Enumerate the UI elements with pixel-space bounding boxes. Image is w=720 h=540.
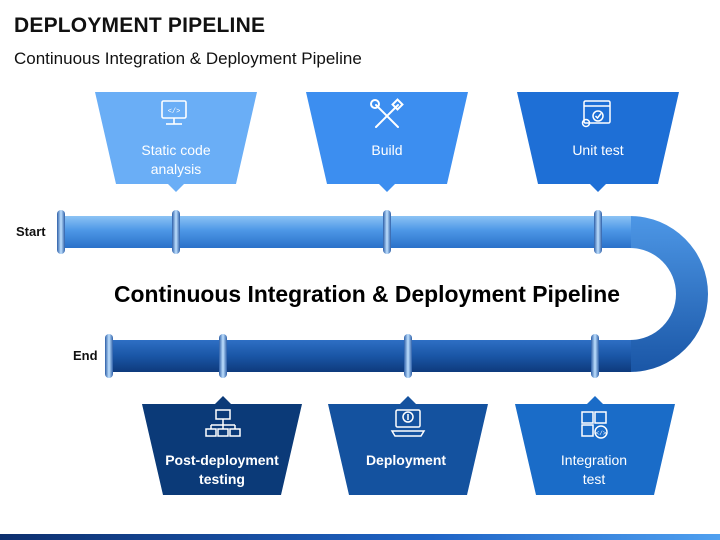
test-window-icon <box>581 100 611 128</box>
pipe-ring <box>404 334 412 378</box>
stage-shape <box>517 92 679 184</box>
stage-shape <box>515 404 675 495</box>
end-label: End <box>73 348 98 363</box>
stage-integration-test: </> Integration test <box>515 396 675 495</box>
svg-text:</>: </> <box>596 430 607 437</box>
page-subtitle: Continuous Integration & Deployment Pipe… <box>14 49 362 68</box>
stage-pointer <box>590 184 606 192</box>
laptop-upload-icon <box>390 409 426 437</box>
pipe-bottom-segment <box>108 340 631 372</box>
stage-shape <box>95 92 257 184</box>
stage-static-code-analysis: </> Static code analysis <box>95 92 257 192</box>
tools-icon <box>370 98 404 128</box>
page-title: DEPLOYMENT PIPELINE <box>14 14 266 37</box>
network-icon <box>205 409 241 437</box>
stage-label: Unit test <box>572 142 623 158</box>
stage-pointer <box>215 396 231 404</box>
pipe-ring <box>594 210 602 254</box>
start-label: Start <box>16 224 46 239</box>
stage-label: Build <box>371 142 402 158</box>
pipe-ring <box>57 210 65 254</box>
stage-label: testing <box>199 471 245 487</box>
stage-post-deployment-testing: Post-deployment testing <box>142 396 302 495</box>
stage-shape <box>306 92 468 184</box>
stage-deployment: Deployment <box>328 396 488 495</box>
stage-pointer <box>587 396 603 404</box>
stage-label: test <box>583 471 606 487</box>
pipe-ring <box>105 334 113 378</box>
stage-label: Deployment <box>366 452 446 468</box>
stage-unit-test: Unit test <box>517 92 679 192</box>
stage-label: Post-deployment <box>165 452 279 468</box>
stage-label: Static code <box>141 142 210 158</box>
stage-pointer <box>400 396 416 404</box>
stage-pointer <box>379 184 395 192</box>
pipe-ring <box>591 334 599 378</box>
stage-shape <box>142 404 302 495</box>
stage-label: analysis <box>151 161 202 177</box>
pipe-ring <box>219 334 227 378</box>
pipe-ring <box>383 210 391 254</box>
stage-build: Build <box>306 92 468 192</box>
stage-pointer <box>168 184 184 192</box>
pipe-bend <box>630 216 708 372</box>
pipeline-center-text: Continuous Integration & Deployment Pipe… <box>114 281 620 307</box>
footer-accent-bar <box>0 534 720 540</box>
code-monitor-icon: </> <box>161 100 187 125</box>
stage-shape <box>328 404 488 495</box>
pipe-top-segment <box>60 216 631 248</box>
pipe-ring <box>172 210 180 254</box>
puzzle-code-icon: </> <box>581 411 608 439</box>
svg-text:</>: </> <box>168 108 181 116</box>
stage-label: Integration <box>561 452 627 468</box>
